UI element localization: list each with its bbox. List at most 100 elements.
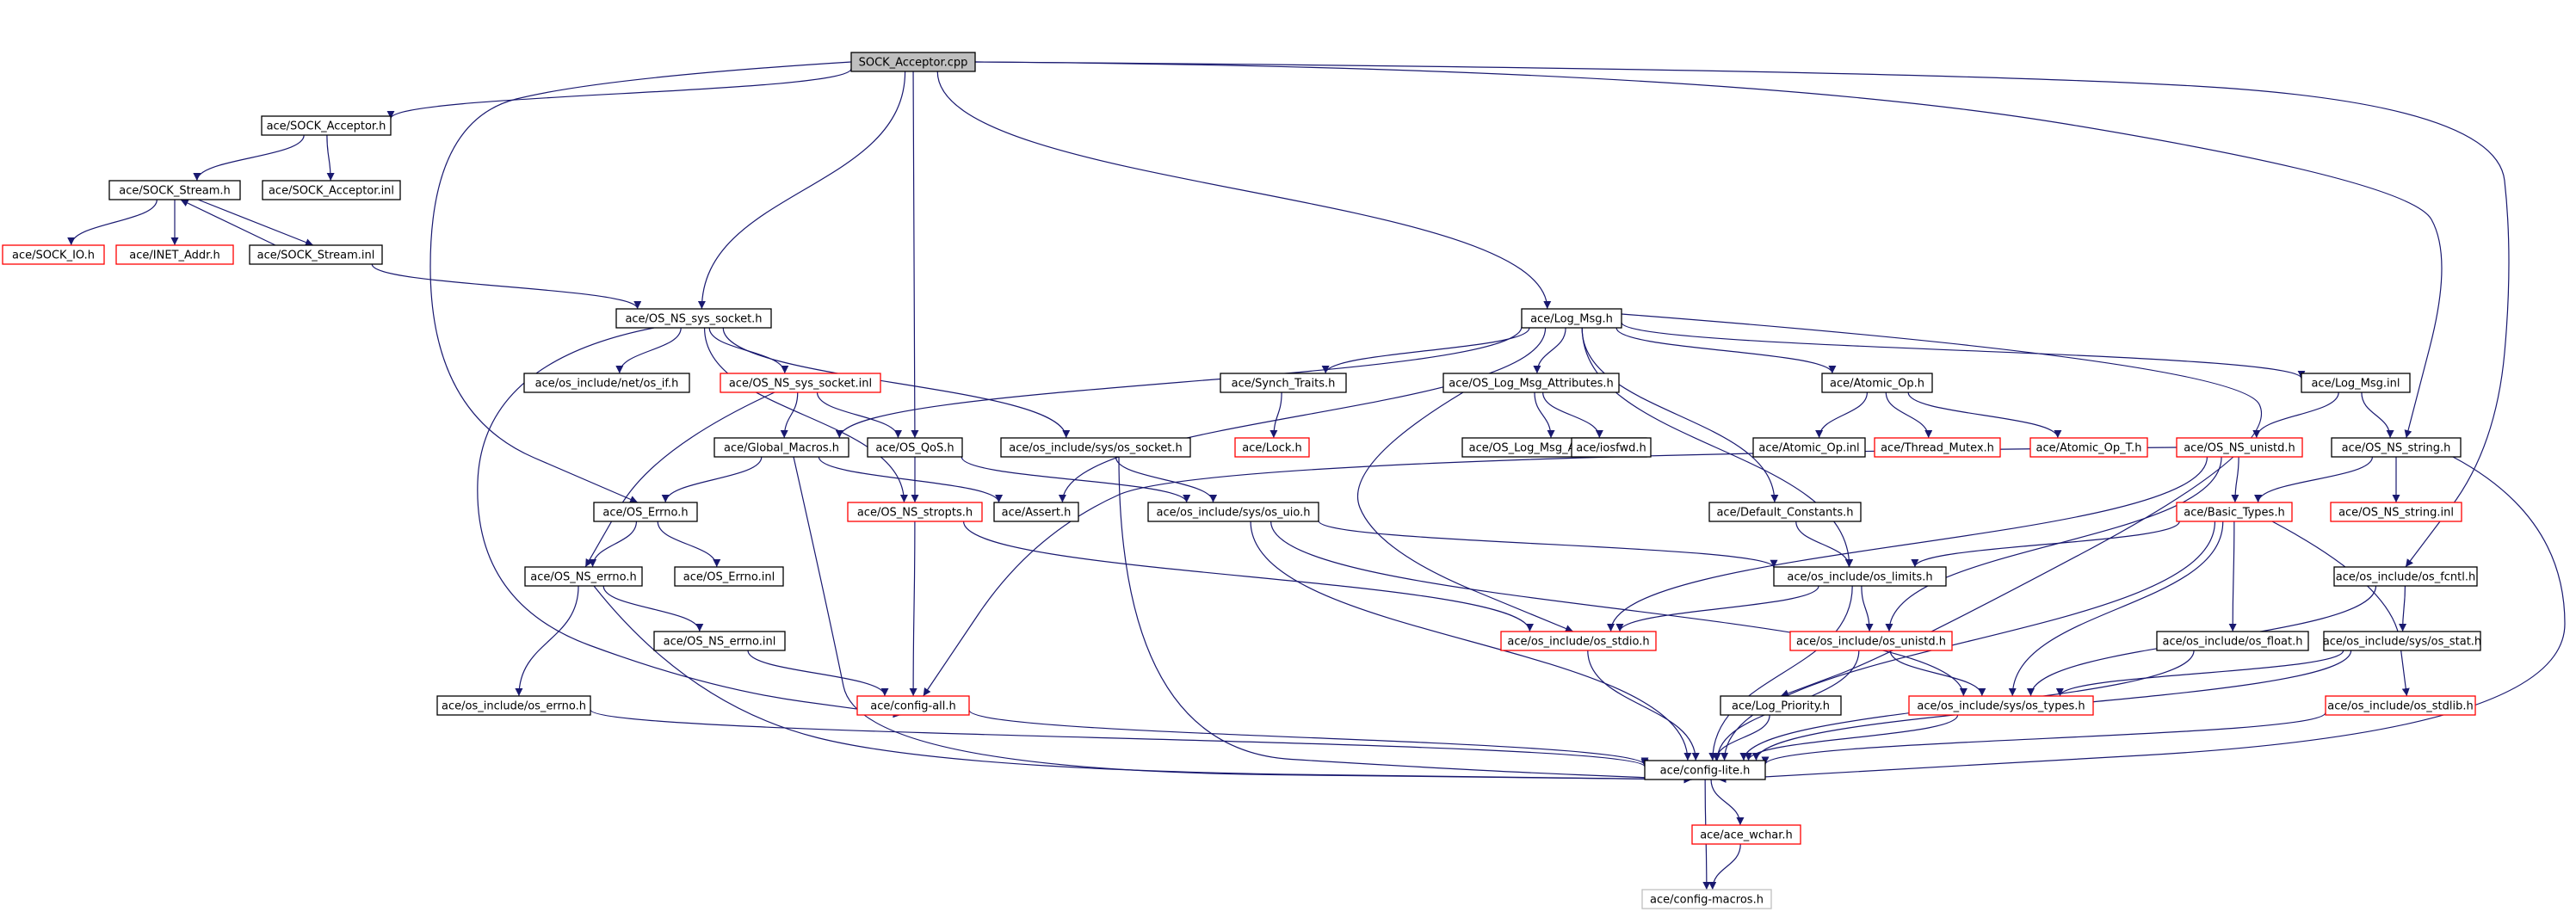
node-atomicop-h[interactable]: ace/Atomic_Op.h <box>1821 373 1933 393</box>
edge-oserrno_h-to-oserrno_inl <box>657 521 721 568</box>
edge-oserrnoh_h-to-configlite_h <box>590 709 1649 767</box>
edge-root-to-osns_syssocket_h <box>697 71 906 310</box>
node-lock-h[interactable]: ace/Lock.h <box>1234 437 1310 458</box>
node-osqos-h[interactable]: ace/OS_QoS.h <box>867 437 963 458</box>
edge-osns_syssocket_h-to-osnsstropts_h <box>703 327 908 503</box>
edge-oslogmsgattr_h-to-iosfwd_h <box>1542 391 1603 439</box>
node-label: ace/OS_Log_Msg_Attributes.h <box>1449 378 1613 391</box>
edge-logmsg_inl-to-osnsunistd_h <box>2252 391 2339 439</box>
node-oslogmsgattr-h[interactable]: ace/OS_Log_Msg_Attributes.h <box>1442 373 1620 393</box>
node-osstdlib-h[interactable]: ace/os_include/os_stdlib.h <box>2325 695 2476 716</box>
edge-osns_syssocket_h-to-configall_h <box>477 327 901 718</box>
node-synchtraits-h[interactable]: ace/Synch_Traits.h <box>1220 373 1347 393</box>
node-logpriority-h[interactable]: ace/Log_Priority.h <box>1720 695 1842 716</box>
node-box <box>436 695 591 716</box>
edge-osuio_h-to-configlite_h <box>1250 521 1692 761</box>
node-oslimits-h[interactable]: ace/os_include/os_limits.h <box>1773 566 1947 587</box>
node-oserrno-inl[interactable]: ace/OS_Errno.inl <box>674 566 784 587</box>
node-osuio-h[interactable]: ace/os_include/sys/os_uio.h <box>1147 502 1319 522</box>
node-sockio-h[interactable]: ace/SOCK_IO.h <box>2 244 105 265</box>
node-sockacc-inl[interactable]: ace/SOCK_Acceptor.inl <box>262 180 401 200</box>
node-osfcntl-h[interactable]: ace/os_include/os_fcntl.h <box>2333 566 2478 587</box>
node-osnsstropts-h[interactable]: ace/OS_NS_stropts.h <box>847 502 983 522</box>
node-label: ace/os_include/os_limits.h <box>1787 571 1932 584</box>
node-globalmacros-h[interactable]: ace/Global_Macros.h <box>713 437 849 458</box>
edge-configall_h-to-configlite_h <box>968 709 1649 766</box>
node-label: ace/Log_Msg.inl <box>2311 378 2400 391</box>
node-configall-h[interactable]: ace/config-all.h <box>856 695 970 716</box>
node-ostypes-h[interactable]: ace/os_include/sys/os_types.h <box>1908 695 2094 716</box>
node-threadmutex-h[interactable]: ace/Thread_Mutex.h <box>1874 437 2001 458</box>
edge-basictypes_h-to-ostypes_h <box>2008 521 2224 697</box>
node-oserrnoh-h[interactable]: ace/os_include/os_errno.h <box>436 695 591 716</box>
node-osunistd-h[interactable]: ace/os_include/os_unistd.h <box>1789 631 1953 651</box>
node-atomicop-inl[interactable]: ace/Atomic_Op.inl <box>1752 437 1866 458</box>
node-box <box>615 308 772 329</box>
node-osif-h[interactable]: ace/os_include/net/os_if.h <box>523 373 690 393</box>
node-osnserrno-inl[interactable]: ace/OS_NS_errno.inl <box>653 631 786 651</box>
node-acewchar-h[interactable]: ace/ace_wchar.h <box>1691 824 1801 845</box>
edge-atomicop_h-to-atomicopt_h <box>1907 391 2062 439</box>
node-label: ace/config-macros.h <box>1650 894 1764 907</box>
edge-globalmacros_h-to-assert_h <box>818 456 1004 503</box>
node-configmacros-h[interactable]: ace/config-macros.h <box>1641 889 1772 909</box>
node-label: ace/os_include/sys/os_types.h <box>1917 700 2085 713</box>
node-assert-h[interactable]: ace/Assert.h <box>993 502 1079 522</box>
node-iosfwd-h[interactable]: ace/iosfwd.h <box>1571 437 1652 458</box>
node-label: ace/os_include/sys/os_uio.h <box>1157 507 1311 520</box>
node-logmsg-inl[interactable]: ace/Log_Msg.inl <box>2301 373 2411 393</box>
node-label: ace/SOCK_Stream.inl <box>257 250 375 262</box>
node-label: ace/os_include/os_errno.h <box>442 700 586 713</box>
node-sockstream-h[interactable]: ace/SOCK_Stream.h <box>108 180 241 200</box>
node-logmsg-h[interactable]: ace/Log_Msg.h <box>1521 308 1622 329</box>
node-osfloat-h[interactable]: ace/os_include/os_float.h <box>2156 631 2309 651</box>
node-basictypes-h[interactable]: ace/Basic_Types.h <box>2176 502 2293 522</box>
edge-sockstream_h-to-sockstream_inl <box>197 199 314 246</box>
node-osns-syssocket-h[interactable]: ace/OS_NS_sys_socket.h <box>615 308 772 329</box>
node-box <box>523 373 690 393</box>
edge-root-to-logmsg_h <box>936 71 1552 310</box>
node-osns-syssocket-inl[interactable]: ace/OS_NS_sys_socket.inl <box>720 373 881 393</box>
node-osstdio-h[interactable]: ace/os_include/os_stdio.h <box>1500 631 1657 651</box>
edge-osns_syssocket_h-to-osif_h <box>615 327 682 374</box>
edge-osns_syssocket_inl-to-osqos_h <box>816 391 902 439</box>
node-label: ace/Global_Macros.h <box>724 442 839 455</box>
node-label: ace/SOCK_IO.h <box>12 250 95 262</box>
node-osnsstring-h[interactable]: ace/OS_NS_string.h <box>2331 437 2462 458</box>
node-configlite-h[interactable]: ace/config-lite.h <box>1644 760 1766 780</box>
node-box <box>1644 760 1766 780</box>
edge-root-to-osnsstring_h <box>974 61 2443 439</box>
node-oserrno-h[interactable]: ace/OS_Errno.h <box>593 502 698 522</box>
edge-osnserrno_h-to-configlite_h <box>593 585 1692 784</box>
node-box <box>2323 631 2481 651</box>
node-label: ace/config-all.h <box>870 700 956 713</box>
node-osstat-h[interactable]: ace/os_include/sys/os_stat.h <box>2323 631 2481 651</box>
node-label: ace/OS_NS_string.inl <box>2338 507 2454 520</box>
edge-oslimits_h-to-osstdio_h <box>1615 585 1819 632</box>
node-label: ace/Atomic_Op.inl <box>1758 442 1859 455</box>
node-label: ace/OS_NS_errno.inl <box>664 636 776 649</box>
node-label: ace/Log_Msg.h <box>1530 313 1613 326</box>
node-osnsunistd-h[interactable]: ace/OS_NS_unistd.h <box>2176 437 2303 458</box>
node-label: ace/Default_Constants.h <box>1716 507 1853 520</box>
node-inetaddr-h[interactable]: ace/INET_Addr.h <box>115 244 234 265</box>
node-osnserrno-h[interactable]: ace/OS_NS_errno.h <box>524 566 643 587</box>
edge-acewchar_h-to-configmacros_h <box>1708 843 1741 890</box>
node-box <box>847 502 983 522</box>
node-sockstream-inl[interactable]: ace/SOCK_Stream.inl <box>249 244 383 265</box>
edge-osqos_h-to-osuio_h <box>961 456 1191 503</box>
node-ossyssocket-h[interactable]: ace/os_include/sys/os_socket.h <box>1000 437 1191 458</box>
edge-osnsstropts_h-to-configall_h <box>909 521 917 697</box>
node-box <box>261 115 392 136</box>
node-label: ace/os_include/sys/os_socket.h <box>1009 442 1182 455</box>
node-box <box>2 244 105 265</box>
edge-oslogmsgattr_h-to-osstdio_h <box>1356 391 1574 632</box>
node-defaultconst-h[interactable]: ace/Default_Constants.h <box>1708 502 1862 522</box>
node-osnsstring-inl[interactable]: ace/OS_NS_string.inl <box>2330 502 2462 522</box>
node-box <box>1773 566 1947 587</box>
edge-osnsunistd_h-to-basictypes_h <box>2231 456 2239 503</box>
node-label: ace/OS_NS_errno.h <box>530 571 637 584</box>
node-sockacc-h[interactable]: ace/SOCK_Acceptor.h <box>261 115 392 136</box>
node-atomicopt-h[interactable]: ace/Atomic_Op_T.h <box>2029 437 2148 458</box>
node-label: ace/os_include/os_stdio.h <box>1507 636 1649 649</box>
